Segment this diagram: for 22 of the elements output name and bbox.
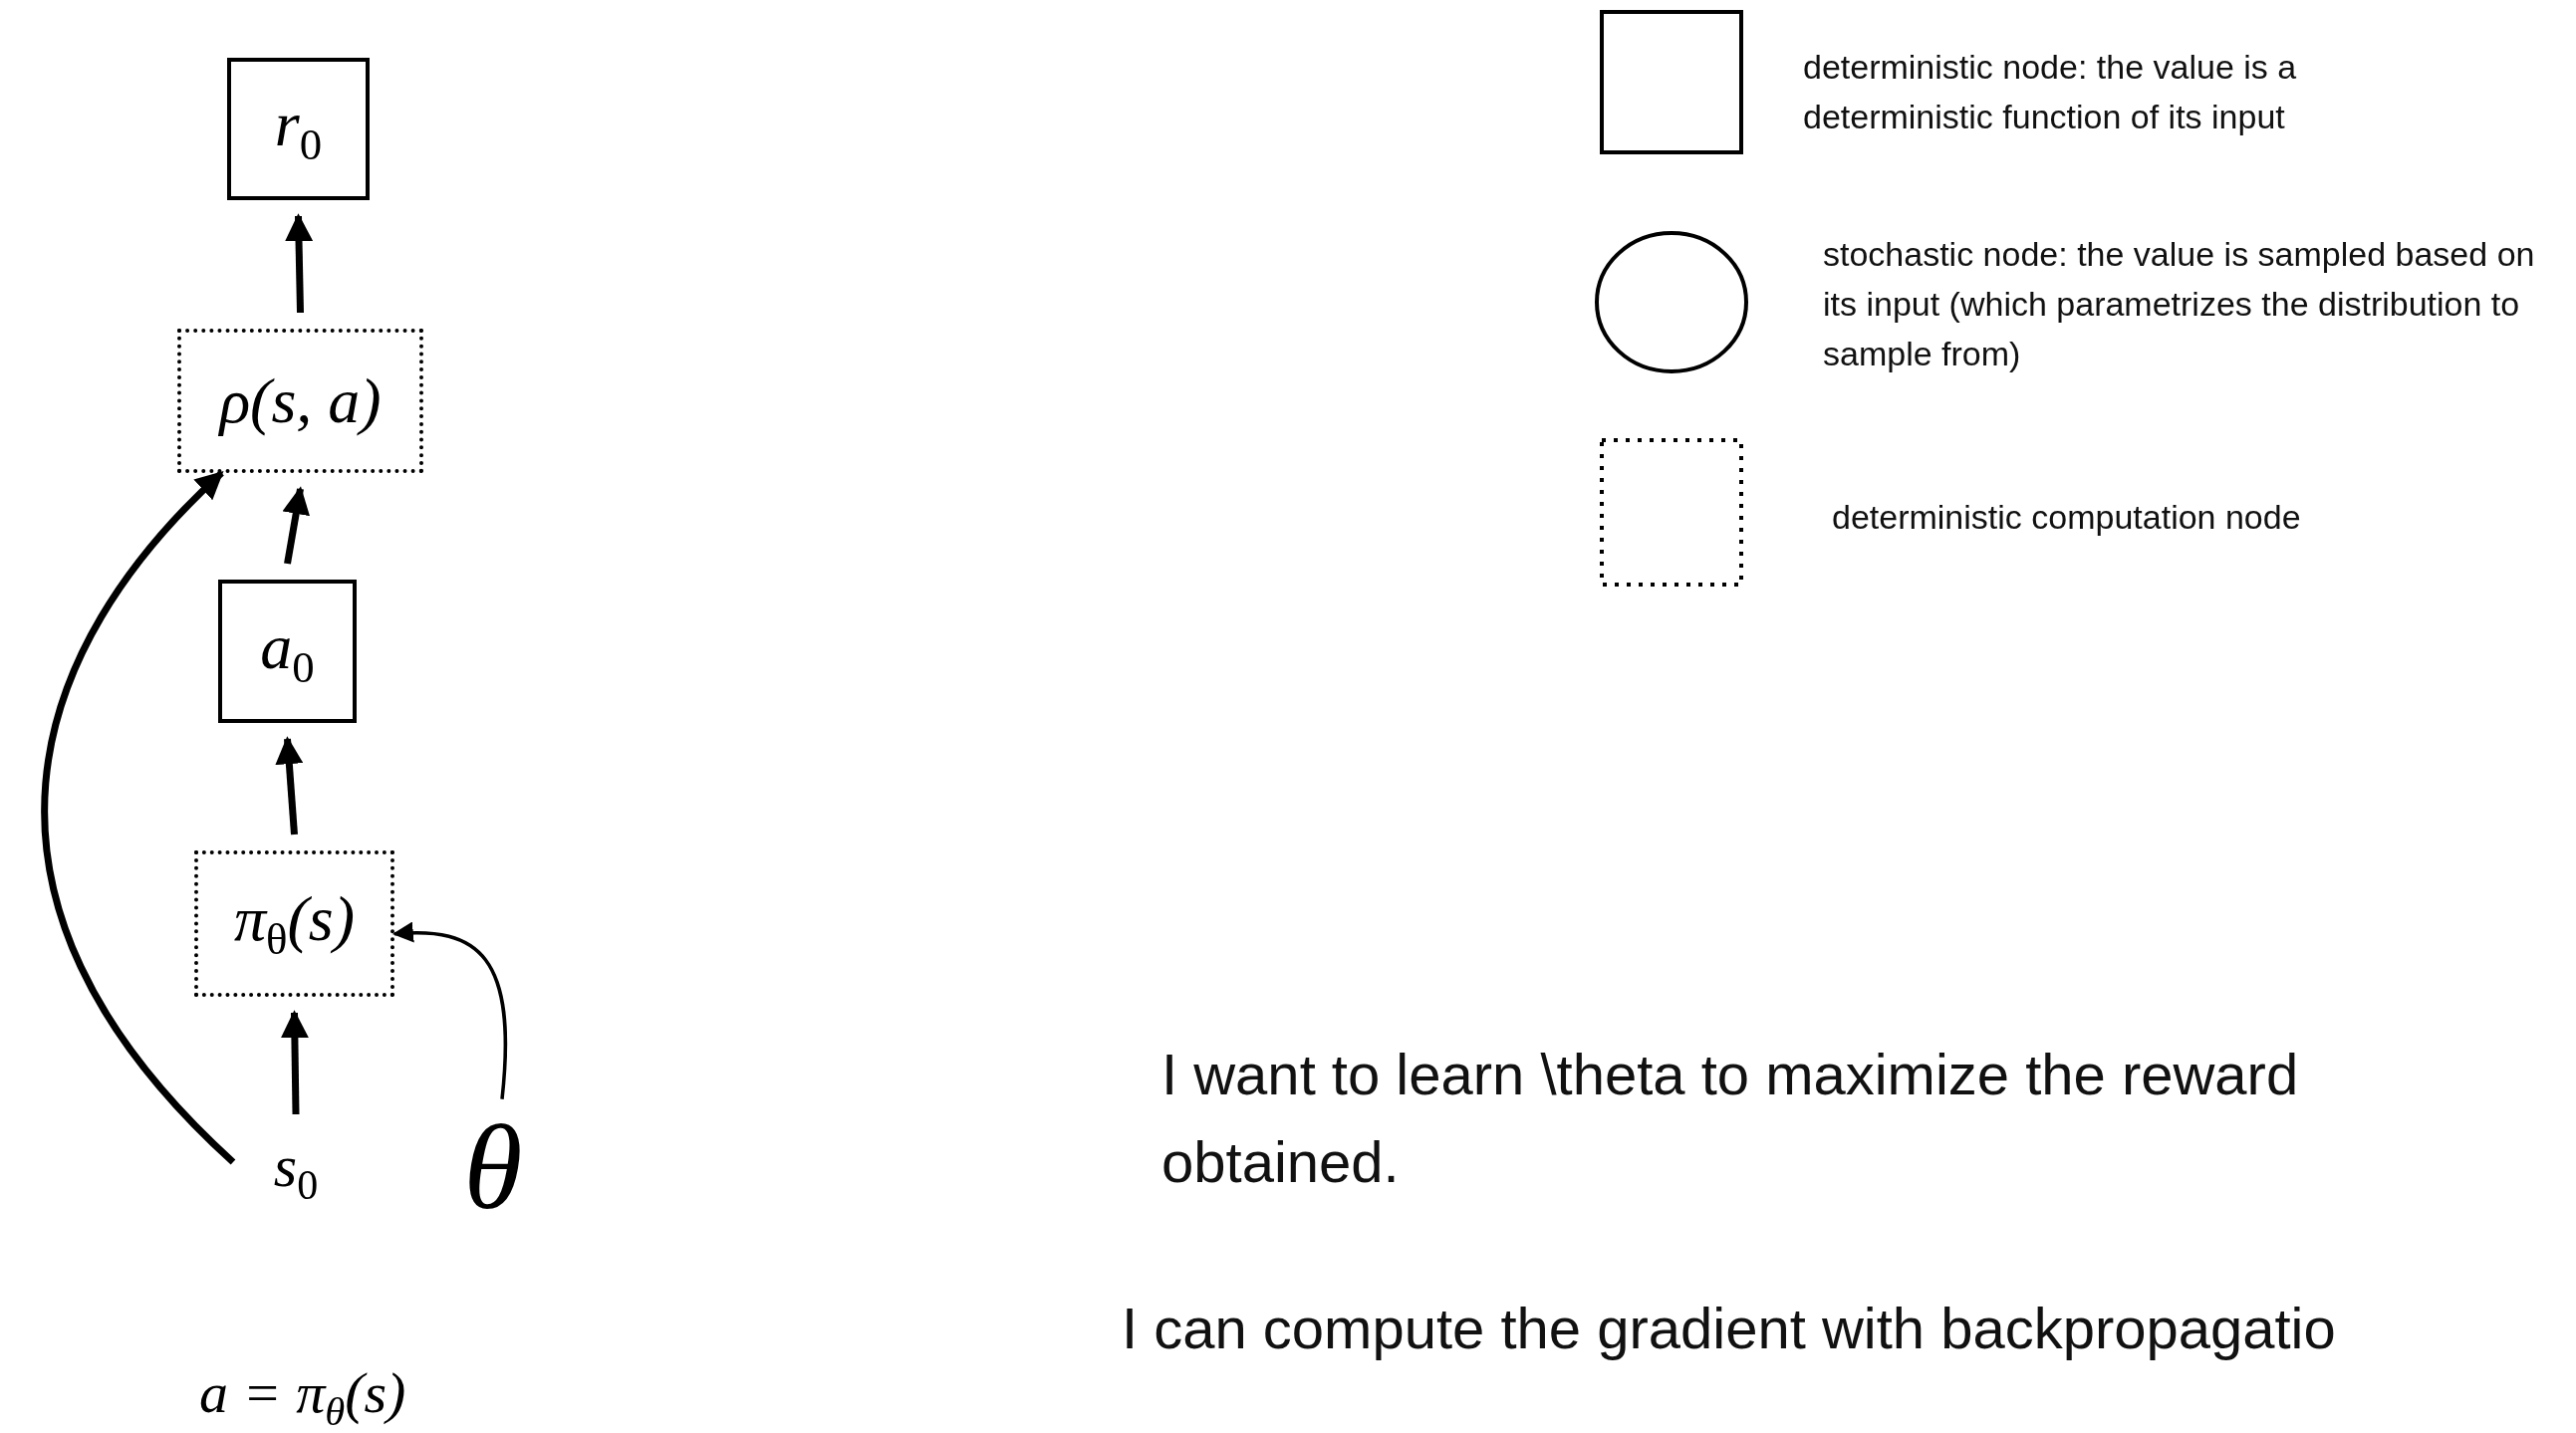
note-text: I can compute the gradient with backpropagatio <box>1122 1295 2336 1362</box>
legend-text: deterministic node: the value is a deterministic function of its input <box>1803 47 2298 137</box>
arrow <box>391 922 508 1099</box>
arrow <box>282 486 310 565</box>
arrow <box>275 736 304 836</box>
legend-text: stochastic node: the value is sampled based on its input (which parametrizes the distribution to sample from) <box>1823 234 2536 374</box>
arrow <box>42 470 236 1165</box>
formula: a = π$_{θ}$(s) <box>199 1359 406 1433</box>
computation-node <box>194 850 394 997</box>
variable-label: s$_{0}$ <box>261 1130 331 1210</box>
node-label: ρ(s, a) <box>219 363 382 438</box>
computation-node <box>177 329 423 473</box>
node-label: a$_{0}$ <box>260 609 315 693</box>
arrow <box>280 1010 309 1115</box>
legend-text: deterministic computation node <box>1832 497 2302 538</box>
arrow <box>285 213 313 314</box>
node-label: π$_{θ}$(s) <box>233 882 356 965</box>
deterministic-node <box>218 580 357 723</box>
note-text: I want to learn \theta to maximize the reward obtained. <box>1161 1041 2300 1196</box>
node-label: r$_{0}$ <box>274 88 323 170</box>
variable-label: θ <box>448 1105 538 1230</box>
deterministic-node <box>227 58 370 200</box>
